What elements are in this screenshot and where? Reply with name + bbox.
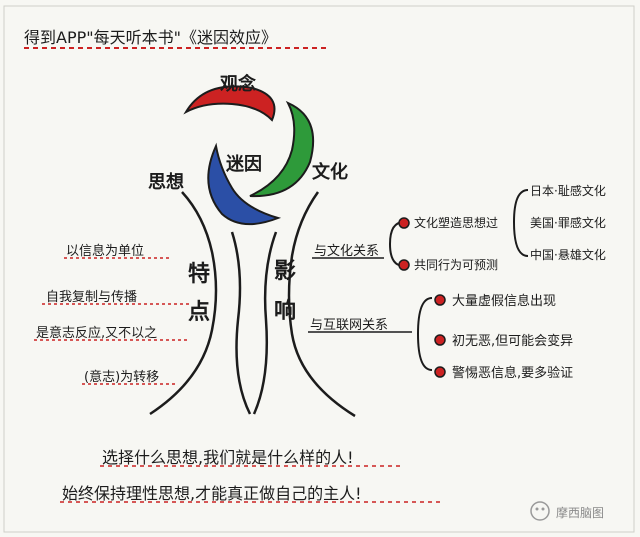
culture-sub-2: 美国·罪感文化 <box>530 216 606 230</box>
part-thought: 思想 <box>148 172 184 193</box>
influence-title: 影响 <box>274 259 297 324</box>
culture-sub-1: 日本·耻感文化 <box>530 184 606 198</box>
bullet-g1-2 <box>398 259 410 271</box>
center-meme: 迷因 <box>226 154 262 175</box>
body-left-outer <box>149 191 218 416</box>
conclusion-line-2: 始终保持理性思想,才能真正做自己的主人! <box>62 484 362 503</box>
traits-title: 特点 <box>188 262 211 325</box>
swirl-green <box>249 100 315 198</box>
watermark-text: 摩西脑图 <box>556 506 605 520</box>
page-title: 得到APP"每天听本书"《迷因效应》 <box>24 28 277 47</box>
internet-item-3: 警惕恶信息,要多验证 <box>452 366 574 381</box>
bullet-g2-2 <box>434 334 446 346</box>
bullet-g1-1 <box>398 217 410 229</box>
swirl-red <box>183 85 276 122</box>
conclusion-line-1: 选择什么思想,我们就是什么样的人! <box>102 448 354 467</box>
culture-sub-3: 中国·悬雄文化 <box>530 248 606 262</box>
bullet-g2-1 <box>434 294 446 306</box>
trait-item-3: 是意志反应,又不以之 <box>36 326 158 341</box>
part-concept: 观念 <box>220 74 256 95</box>
frame-border <box>3 5 635 533</box>
part-culture: 文化 <box>312 162 348 183</box>
body-right-inner <box>252 231 278 415</box>
bullet-g2-3 <box>434 366 446 378</box>
watermark-logo-icon <box>530 501 550 521</box>
trait-item-1: 以信息为单位 <box>66 244 145 259</box>
trait-item-2: 自我复制与传播 <box>46 290 138 305</box>
group-internet-label: 与互联网关系 <box>310 318 389 333</box>
bracket-group1 <box>388 221 405 267</box>
bracket-group2 <box>416 297 433 371</box>
culture-item-2: 共同行为可预测 <box>414 258 499 272</box>
internet-item-2: 初无恶,但可能会变异 <box>452 334 574 349</box>
swirl-blue <box>207 142 282 225</box>
trait-item-4: (意志)为转移 <box>84 370 160 385</box>
body-left-inner <box>230 231 252 415</box>
culture-item-1: 文化塑造思想过 <box>414 216 499 230</box>
body-right-outer <box>287 191 356 418</box>
bracket-subs <box>512 189 529 257</box>
group-culture-label: 与文化关系 <box>314 244 380 259</box>
internet-item-1: 大量虚假信息出现 <box>452 294 557 309</box>
